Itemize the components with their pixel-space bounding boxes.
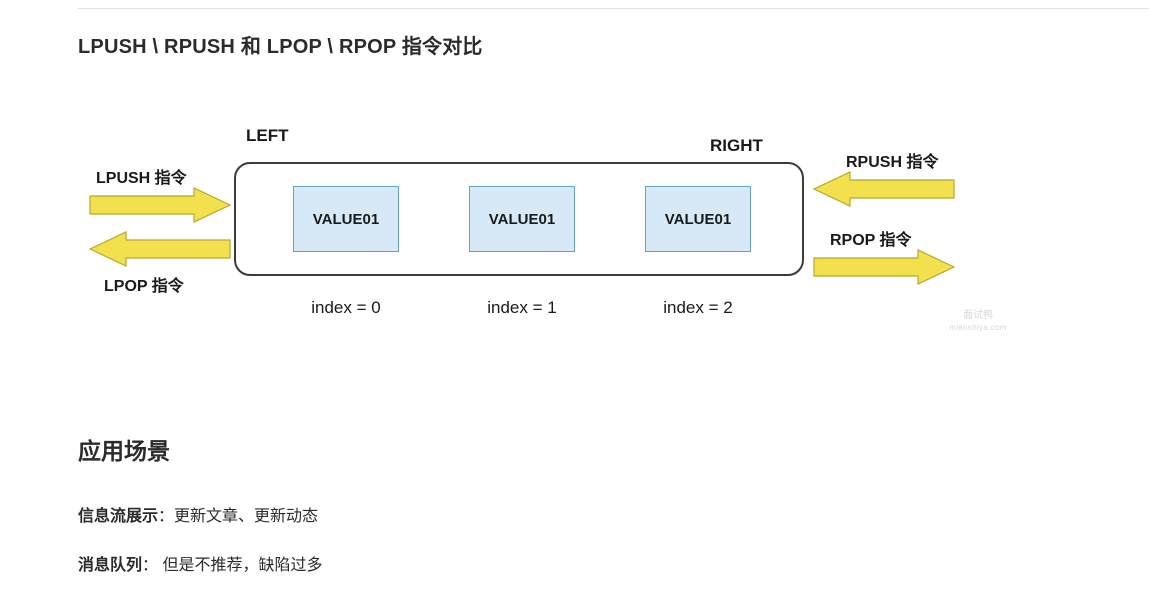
page-title: LPUSH \ RPUSH 和 LPOP \ RPOP 指令对比	[78, 36, 483, 58]
list-item: VALUE01	[293, 186, 399, 252]
bullet-desc: 但是不推荐，缺陷过多	[158, 557, 323, 574]
rpush-label: RPUSH 指令	[846, 154, 939, 171]
lpush-label: LPUSH 指令	[96, 170, 187, 187]
arrow-left-rpush-icon	[812, 171, 955, 207]
list-item: VALUE01	[645, 186, 751, 252]
section-title: 应用场景	[78, 438, 170, 464]
rpop-label: RPOP 指令	[830, 232, 912, 249]
list-structure-diagram: LEFT RIGHT VALUE01 VALUE01 VALUE01 index…	[78, 110, 1008, 360]
right-end-label: RIGHT	[710, 136, 763, 155]
watermark-cn: 面试鸭	[963, 310, 993, 321]
bullet-separator: ：	[158, 508, 175, 525]
watermark: 面试鸭 mianshiya.com	[933, 310, 1023, 333]
arrow-right-rpop-icon	[813, 249, 956, 285]
bullet-term: 消息队列	[78, 557, 143, 574]
top-divider	[78, 8, 1149, 9]
bullet-item: 消息队列： 但是不推荐，缺陷过多	[78, 551, 322, 575]
index-label: index = 2	[663, 298, 733, 317]
index-label: index = 1	[487, 298, 557, 317]
index-label: index = 0	[311, 298, 381, 317]
bullet-desc: 更新文章、更新动态	[174, 508, 319, 525]
left-end-label: LEFT	[246, 126, 289, 145]
bullet-item: 信息流展示：更新文章、更新动态	[78, 502, 318, 526]
bullet-term: 信息流展示	[78, 508, 159, 525]
list-item: VALUE01	[469, 186, 575, 252]
lpop-label: LPOP 指令	[104, 278, 184, 295]
arrow-left-lpop-icon	[88, 231, 231, 267]
watermark-en: mianshiya.com	[949, 322, 1007, 332]
arrow-right-lpush-icon	[89, 187, 232, 223]
bullet-separator: ：	[142, 557, 159, 574]
